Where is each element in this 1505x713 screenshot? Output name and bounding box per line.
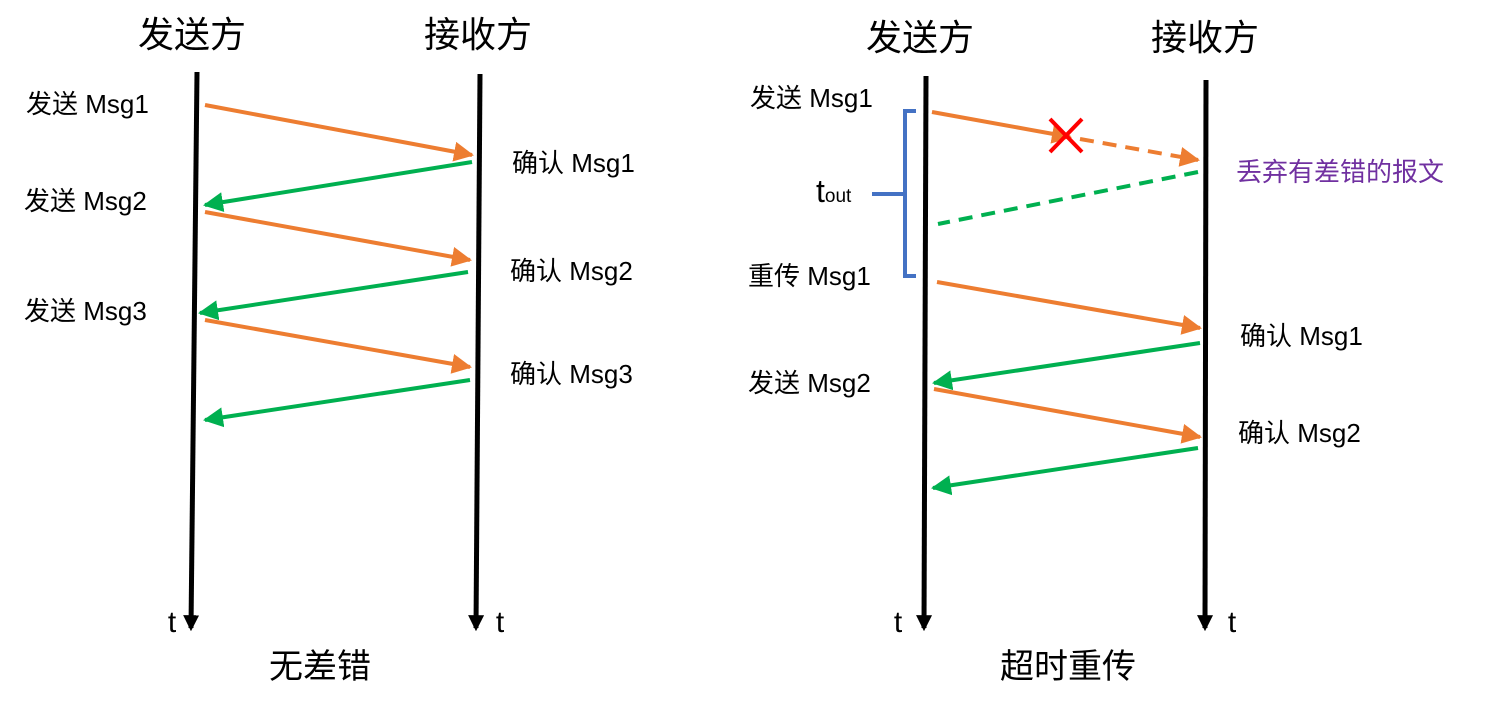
left-receiver-title: 接收方	[424, 15, 532, 56]
left-ack-label-1: 确认 Msg1	[512, 148, 635, 178]
right-sender-timeline	[916, 75, 933, 632]
right-receiver-timeline	[1197, 79, 1214, 632]
left-send-arrow-3	[204, 318, 472, 374]
right-send-arrow-1-dashed	[1079, 137, 1200, 167]
error-cross-icon	[1048, 117, 1084, 154]
timeout-bracket	[903, 109, 916, 278]
right-resend-arrow	[936, 280, 1202, 335]
right-send-arrow-2	[933, 387, 1202, 444]
left-ack-label-2: 确认 Msg2	[510, 256, 633, 286]
right-send-label-1: 发送 Msg1	[750, 83, 873, 113]
left-send-label-2: 发送 Msg2	[24, 186, 147, 216]
right-receiver-title: 接收方	[1151, 18, 1259, 59]
right-ack-label-2: 确认 Msg2	[1238, 418, 1361, 448]
left-receiver-time-label: t	[496, 606, 505, 639]
timeout-label-sub: out	[825, 186, 852, 207]
right-caption: 超时重传	[1000, 647, 1136, 687]
left-diagram: 发送方 接收方 t t 发送 Msg1 发送 Msg2 发送 Msg3 确认 M…	[24, 15, 635, 687]
left-ack-arrow-1	[203, 160, 473, 213]
right-resend-label: 重传 Msg1	[748, 261, 871, 291]
timeout-label-main: t	[816, 173, 825, 209]
left-sender-timeline	[183, 71, 200, 632]
right-ack-arrow-lost	[937, 170, 1199, 226]
left-send-arrow-2	[204, 210, 472, 267]
left-sender-time-label: t	[168, 606, 177, 639]
right-ack-label-1: 确认 Msg1	[1240, 321, 1363, 351]
right-receiver-time-label: t	[1228, 606, 1237, 639]
right-sender-time-label: t	[894, 606, 903, 639]
left-ack-arrow-2	[198, 270, 469, 321]
left-send-arrow-1	[204, 103, 474, 162]
left-sender-title: 发送方	[138, 15, 246, 56]
left-receiver-timeline	[468, 73, 485, 632]
timeout-label: tout	[816, 173, 852, 209]
discard-note: 丢弃有差错的报文	[1236, 158, 1444, 188]
right-send-label-2: 发送 Msg2	[748, 368, 871, 398]
left-ack-label-3: 确认 Msg3	[510, 359, 633, 389]
right-ack-arrow-2	[931, 446, 1199, 496]
left-send-label-3: 发送 Msg3	[24, 296, 147, 326]
left-ack-arrow-3	[203, 378, 471, 428]
left-caption: 无差错	[269, 647, 371, 687]
right-send-arrow-1-solid	[931, 110, 1072, 144]
left-send-label-1: 发送 Msg1	[26, 89, 149, 119]
right-ack-arrow-1	[932, 341, 1201, 391]
right-sender-title: 发送方	[866, 18, 974, 59]
right-diagram: 发送方 接收方 t t 发送 Msg1 重传 Msg1 发送 Msg2 确认 M…	[748, 18, 1444, 687]
